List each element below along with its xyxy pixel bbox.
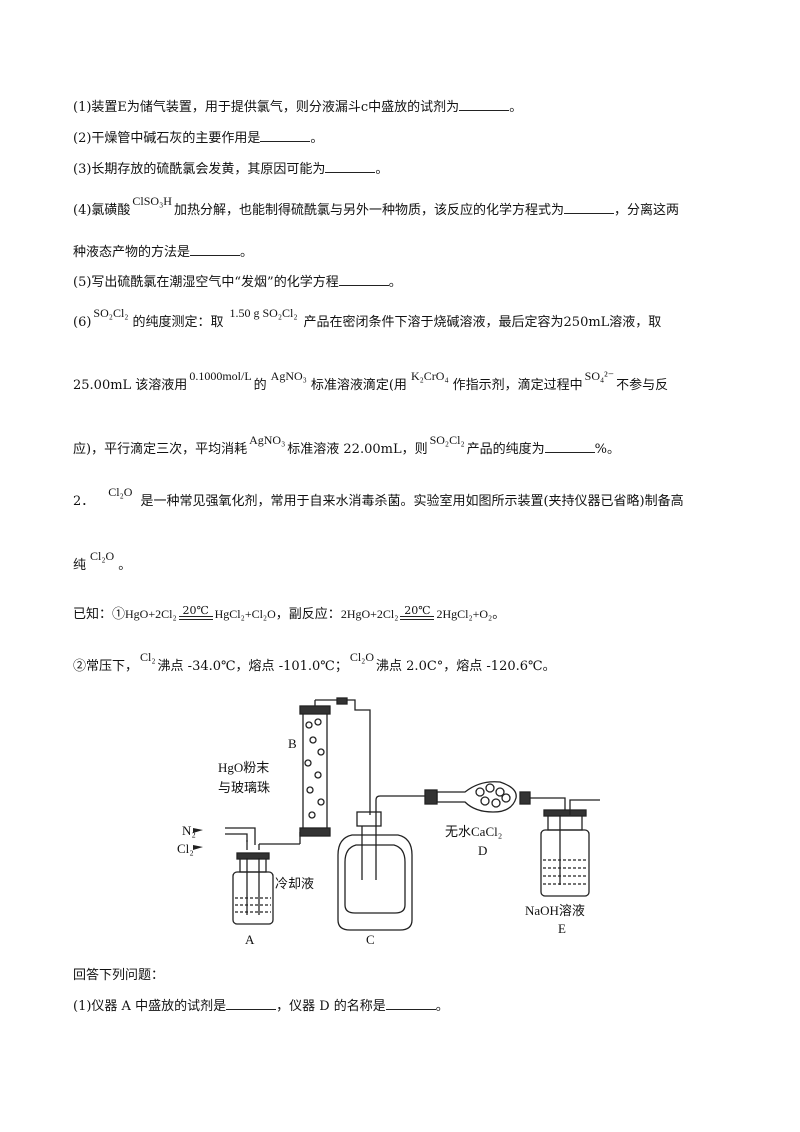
problem-2-intro: 2．Cl₂O是一种常见强氧化剂，常用于自来水消毒杀菌。实验室用如图所示装置(夹持… [73, 485, 684, 509]
label-hgo: HgO粉末 [218, 760, 269, 775]
label-D: D [478, 843, 487, 858]
formula: AgNO₃ [249, 433, 286, 447]
question-6: (6)SO₂Cl₂的纯度测定：取1.50 g SO₂Cl₂产品在密闭条件下溶于烧… [73, 306, 662, 330]
formula: Cl₂ [140, 650, 156, 664]
problem-2-intro-cont: 纯Cl₂O。 [73, 549, 132, 573]
formula: ClSO₃H [132, 194, 172, 208]
formula: SO₂Cl₂ [429, 433, 465, 447]
answer-blank[interactable] [260, 129, 311, 142]
question-5: (5)写出硫酰氯在潮湿空气中“发烟”的化学方程。 [73, 273, 402, 290]
label-cooling-liquid: 冷却液 [275, 876, 314, 891]
answer-blank[interactable] [190, 243, 241, 256]
formula: SO₂Cl₂ [93, 306, 129, 320]
question-2: (2)干燥管中碱石灰的主要作用是。 [73, 129, 324, 146]
question-3: (3)长期存放的硫酰氯会发黄，其原因可能为。 [73, 160, 389, 177]
answer-q1: (1)仪器 A 中盛放的试剂是，仪器 D 的名称是。 [73, 997, 449, 1014]
formula: K₂CrO₄ [410, 369, 449, 383]
question-4-cont: 种液态产物的方法是。 [73, 243, 254, 260]
question-1: (1)装置E为储气装置，用于提供氯气，则分液漏斗c中盛放的试剂为。 [73, 98, 523, 115]
formula: Cl₂O [90, 549, 115, 563]
answer-blank[interactable] [385, 997, 436, 1010]
reaction-arrow: 20℃ [178, 605, 213, 620]
formula: Cl₂O [108, 485, 133, 499]
known-properties: ②常压下，Cl₂沸点 -34.0℃，熔点 -101.0℃；Cl₂O沸点 2.0C… [73, 650, 556, 674]
label-hgo-2: 与玻璃珠 [218, 780, 270, 795]
question-6-cont: 25.00mL 该溶液用0.1000mol/L的AgNO₃标准溶液滴定(用K₂C… [73, 369, 669, 393]
label-naoh: NaOH溶液 [525, 903, 585, 918]
question-4: (4)氯磺酸ClSO₃H加热分解，也能制得硫酰氯与另外一种物质，该反应的化学方程… [73, 194, 679, 218]
label-A: A [245, 932, 255, 947]
label-C: C [366, 932, 375, 947]
reaction-arrow: 20℃ [400, 605, 435, 620]
formula: 0.1000mol/L [189, 369, 252, 383]
formula: 1.50 g SO₂Cl₂ [229, 306, 298, 320]
label-E: E [558, 921, 566, 936]
answer-blank[interactable] [563, 201, 614, 214]
answer-blank[interactable] [325, 160, 376, 173]
answer-blank[interactable] [226, 997, 277, 1010]
label-N2: N₂ [182, 823, 196, 838]
answer-blank[interactable] [338, 273, 389, 286]
label-Cl2: Cl₂ [177, 841, 194, 856]
answer-blank[interactable] [459, 98, 510, 111]
formula: AgNO₃ [270, 369, 307, 383]
answer-blank[interactable] [544, 440, 595, 453]
formula: SO₄²⁻ [584, 369, 615, 383]
label-B: B [288, 736, 297, 751]
formula: Cl₂O [349, 650, 375, 664]
question-6-end: 应)，平行滴定三次，平均消耗AgNO₃标准溶液 22.00mL，则SO₂Cl₂产… [73, 433, 620, 457]
answer-heading: 回答下列问题： [73, 968, 165, 983]
label-cacl2: 无水CaCl₂ [445, 824, 502, 839]
